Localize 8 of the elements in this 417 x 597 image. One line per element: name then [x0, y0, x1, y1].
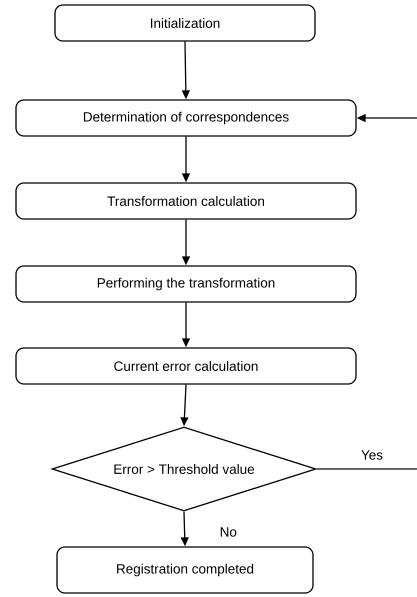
process-box: Initialization — [54, 4, 316, 42]
process-box: Current error calculation — [15, 347, 357, 385]
process-box: Determination of correspondences — [15, 99, 357, 137]
process-box: Performing the transformation — [15, 265, 357, 303]
process-box: Transformation calculation — [15, 182, 357, 220]
process-box: Registration completed — [56, 546, 314, 594]
edge-label: Yes — [361, 450, 383, 460]
edge-label: No — [220, 527, 236, 537]
